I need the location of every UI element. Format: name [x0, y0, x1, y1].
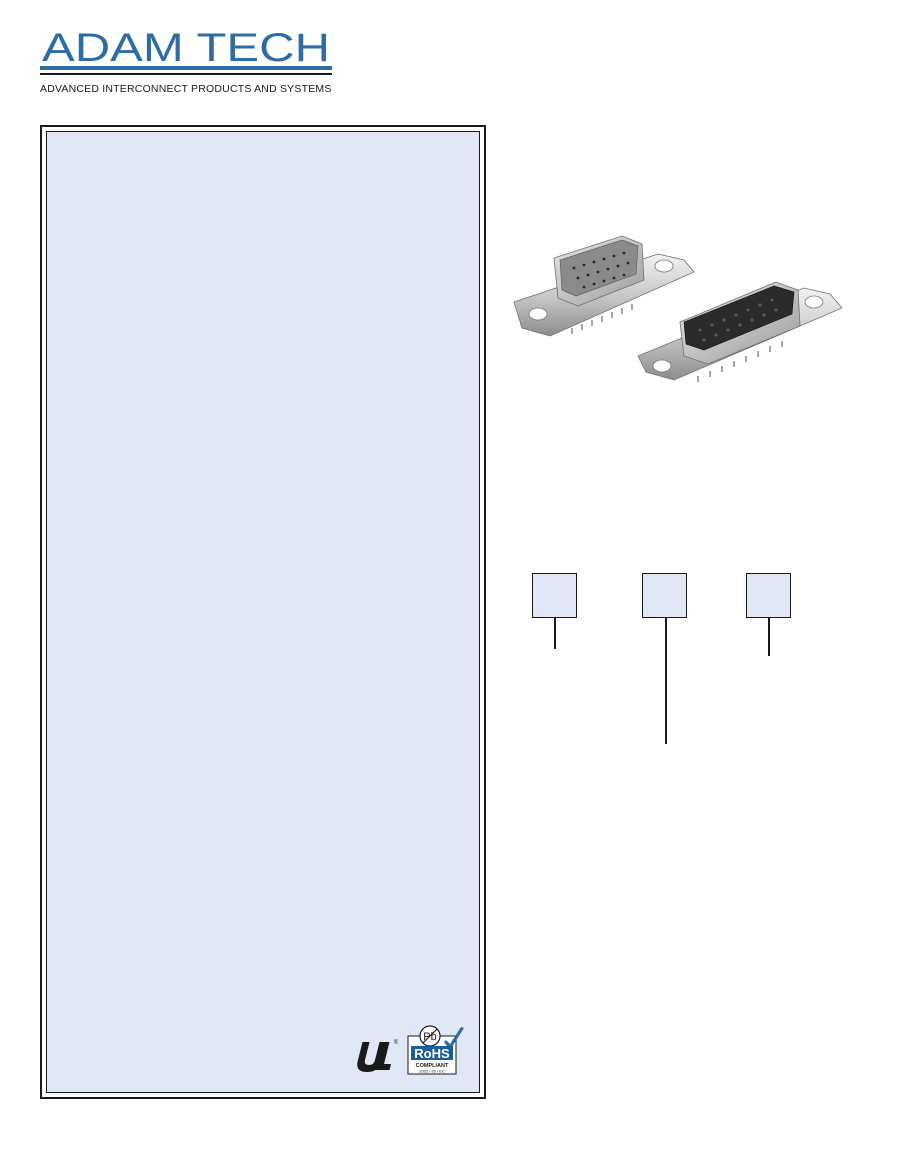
part-number-leader-3	[768, 618, 770, 656]
rohs-status: COMPLIANT	[416, 1063, 449, 1069]
rohs-directive: 2002 / 95 / EC	[419, 1069, 445, 1074]
adam-tech-logo: ADAM TECH	[40, 28, 332, 75]
part-number-box-2	[642, 573, 687, 618]
ul-registered-mark: ®	[394, 1039, 398, 1046]
features-panel-body	[46, 131, 480, 1093]
part-number-box-1	[532, 573, 577, 618]
features-panel	[40, 125, 486, 1099]
female-connector	[637, 281, 843, 382]
brand-tagline: ADVANCED INTERCONNECT PRODUCTS AND SYSTE…	[40, 83, 332, 95]
brand-name: ADAM TECH	[42, 28, 330, 70]
male-connector	[513, 235, 695, 337]
d-sub-connector-photo	[513, 235, 843, 382]
part-number-box-3	[746, 573, 791, 618]
part-number-leader-2	[665, 618, 667, 744]
checkmark-icon	[444, 1027, 464, 1050]
rohs-label: RoHS	[414, 1046, 450, 1061]
ul-recognized-icon: ®	[357, 1039, 398, 1072]
rohs-pb-label: Pb	[423, 1031, 436, 1043]
part-number-leader-1	[554, 618, 556, 649]
rohs-compliant-icon: Pb RoHS COMPLIANT 2002 / 95 / EC	[407, 1025, 464, 1075]
brand-header: ADAM TECH ADVANCED INTERCONNECT PRODUCTS…	[40, 28, 335, 100]
